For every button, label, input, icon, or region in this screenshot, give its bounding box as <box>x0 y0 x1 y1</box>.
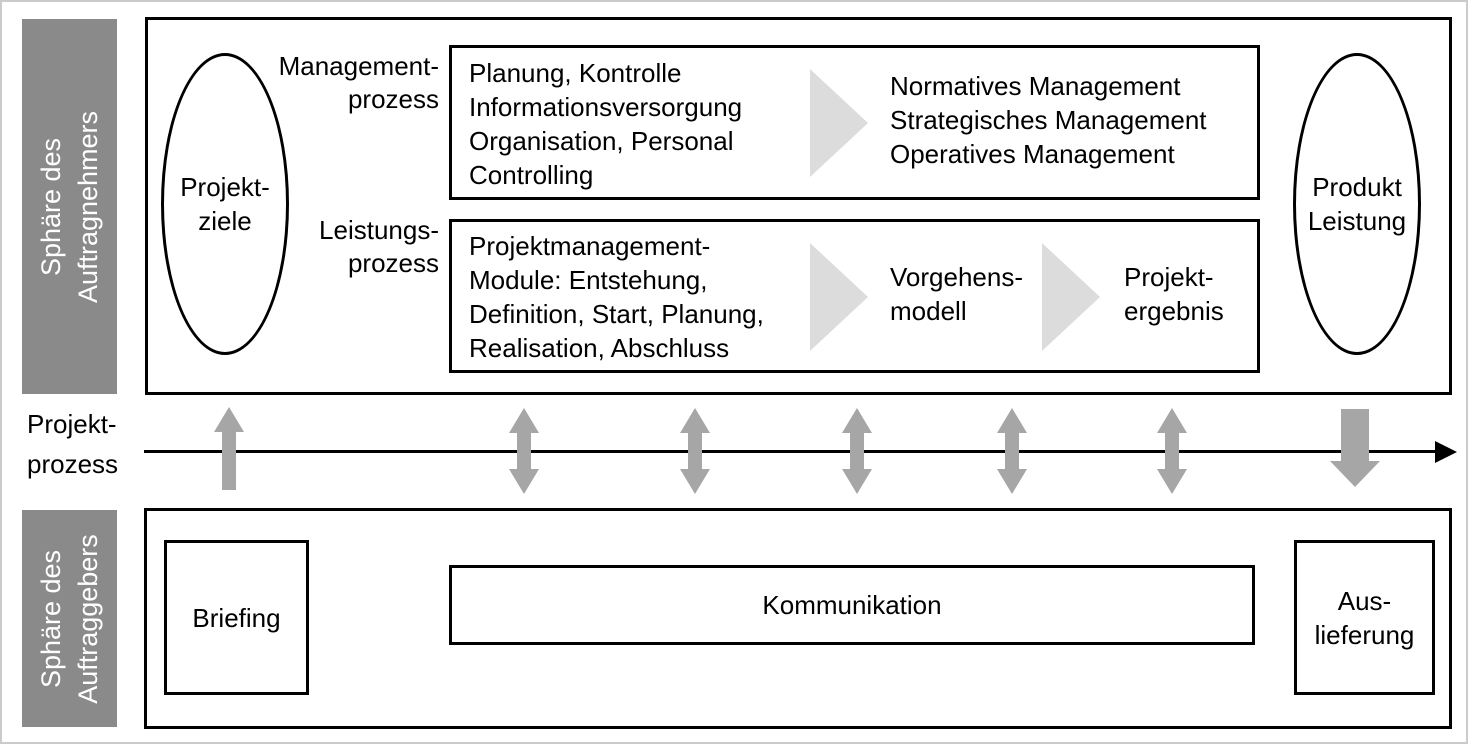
briefing-label: Briefing <box>192 602 281 633</box>
management-process-label: Management- prozess <box>278 51 439 114</box>
communication-label: Kommunikation <box>762 590 942 620</box>
communication-box: Kommunikation <box>449 565 1255 645</box>
double-arrow-icon <box>1157 408 1187 494</box>
management-levels-text: Normatives Management Strategisches Mana… <box>890 71 1207 169</box>
contractor-sphere-label: Sphäre des Auftragnehmers <box>35 110 103 303</box>
procedure-model-text: Vorgehens- modell <box>890 262 1023 326</box>
process-axis-line <box>144 450 1438 453</box>
up-arrow-icon <box>214 407 244 490</box>
right-chevron-icon <box>810 69 868 177</box>
performance-process-box: Projektmanagement- Module: Entstehung, D… <box>449 219 1260 373</box>
delivery-box: Aus- lieferung <box>1294 540 1435 695</box>
right-chevron-icon <box>810 243 868 351</box>
axis-arrowhead-icon <box>1435 441 1457 463</box>
double-arrow-icon <box>509 408 539 494</box>
briefing-box: Briefing <box>164 540 309 695</box>
project-result-text: Projekt- ergebnis <box>1124 262 1224 326</box>
project-process-label: Projekt- prozess <box>27 409 119 479</box>
double-arrow-icon <box>997 408 1027 494</box>
double-arrow-icon <box>842 408 872 494</box>
pm-modules-text: Projektmanagement- Module: Entstehung, D… <box>469 231 764 363</box>
delivery-label: Aus- lieferung <box>1314 585 1415 650</box>
down-arrow-icon <box>1330 409 1380 487</box>
management-activities-text: Planung, Kontrolle Informationsversorgun… <box>469 58 743 190</box>
right-chevron-icon <box>1042 243 1100 351</box>
product-ellipse: Produkt Leistung <box>1293 53 1421 355</box>
contractor-sphere-bar: Sphäre des Auftragnehmers <box>22 19 117 394</box>
client-sphere-label: Sphäre des Auftraggebers <box>35 533 103 704</box>
double-arrow-icon <box>680 408 710 494</box>
project-goals-label: Projekt- ziele <box>180 172 270 236</box>
client-sphere-bar: Sphäre des Auftraggebers <box>22 510 117 727</box>
performance-process-label: Leistungs- prozess <box>319 215 439 278</box>
product-label: Produkt Leistung <box>1307 172 1407 236</box>
project-goals-ellipse: Projekt- ziele <box>161 53 289 355</box>
management-process-box: Planung, Kontrolle Informationsversorgun… <box>449 45 1260 200</box>
